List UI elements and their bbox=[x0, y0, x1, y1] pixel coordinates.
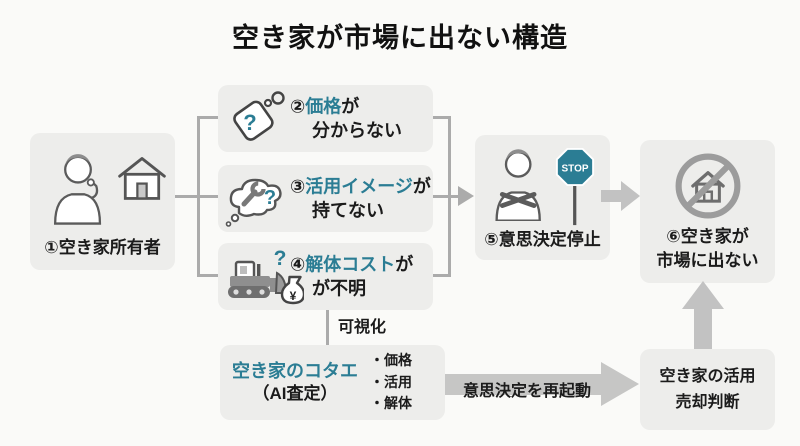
visualization-label: 可視化 bbox=[338, 319, 387, 336]
kotae-bullet-price: ・価格 bbox=[370, 351, 412, 368]
diagram-title: 空き家が市場に出ない構造 bbox=[232, 23, 568, 53]
arrow-restart-shaft bbox=[445, 374, 601, 395]
kotae-subtitle: （AI査定） bbox=[252, 384, 338, 404]
reason-price-text: ②価格が 分からない bbox=[290, 96, 402, 141]
connector-left-bracket bbox=[197, 116, 200, 277]
kotae-title: 空き家のコタエ bbox=[232, 360, 358, 381]
bulldozer-icon: ? ¥ bbox=[228, 247, 304, 305]
house-icon bbox=[118, 157, 166, 200]
moneybag-icon: ¥ bbox=[280, 275, 304, 305]
reason-price-node: ? ②価格が 分からない bbox=[218, 85, 433, 152]
reason-usage-node: ? ③活用イメージが 持てない bbox=[218, 165, 433, 232]
owner-node: ①空き家所有者 bbox=[30, 133, 175, 270]
decision-label: 空き家の活用 売却判断 bbox=[659, 367, 756, 411]
restart-label: 意思決定を再起動 bbox=[462, 383, 591, 400]
arrow-restart-head bbox=[601, 362, 639, 406]
stop-sign-icon: STOP bbox=[555, 147, 595, 226]
arrow-decision-up-head bbox=[682, 281, 724, 309]
connector-right-stub-cost bbox=[433, 274, 451, 277]
kotae-title-block: 空き家のコタエ （AI査定） bbox=[220, 360, 370, 405]
kotae-bullet-demolition: ・解体 bbox=[370, 395, 412, 412]
kotae-bullet-usage: ・活用 bbox=[370, 373, 412, 390]
connector-left-stub-price bbox=[199, 116, 218, 119]
question-mark: ? bbox=[274, 247, 287, 270]
question-mark: ? bbox=[264, 187, 276, 209]
price-tag-question-icon: ? bbox=[233, 91, 285, 141]
thought-bubble-wrench-icon: ? bbox=[225, 178, 282, 227]
reason-usage-text: ③活用イメージが 持てない bbox=[290, 176, 431, 221]
stop-sign-text: STOP bbox=[561, 163, 588, 174]
crossed-arms-person-icon bbox=[495, 149, 541, 221]
connector-owner-to-bracket bbox=[175, 195, 200, 198]
arrow-decision-up-shaft bbox=[694, 308, 712, 349]
no-market-node: ⑥空き家が 市場に出ない bbox=[640, 140, 775, 283]
arrow-to-stop-head bbox=[458, 186, 474, 206]
connector-right-stub-price bbox=[433, 116, 451, 119]
arrow-stop-to-nomarket-shaft bbox=[601, 190, 621, 202]
no-market-label: ⑥空き家が 市場に出ない bbox=[656, 227, 759, 271]
yen-mark: ¥ bbox=[290, 289, 297, 303]
connector-right-stub-usage bbox=[433, 195, 451, 198]
decision-node: 空き家の活用 売却判断 bbox=[640, 349, 775, 430]
connector-left-stub-usage bbox=[199, 195, 218, 198]
reason-cost-node: ? ¥ ④解体コストが が不明 bbox=[218, 243, 433, 310]
question-mark: ? bbox=[243, 110, 256, 135]
decision-stop-node: STOP ⑤意思決定停止 bbox=[475, 135, 610, 260]
connector-left-stub-cost bbox=[199, 274, 218, 277]
kotae-node: 空き家のコタエ （AI査定） ・価格 ・活用 ・解体 bbox=[220, 345, 445, 420]
decision-stop-label: ⑤意思決定停止 bbox=[484, 230, 601, 249]
no-house-icon bbox=[675, 153, 741, 219]
connector-visualization bbox=[326, 310, 329, 346]
arrow-stop-to-nomarket-head bbox=[621, 181, 640, 211]
reason-cost-text: ④解体コストが が不明 bbox=[290, 254, 414, 299]
arrow-to-stop-shaft bbox=[448, 195, 459, 198]
kotae-bullet-list: ・価格 ・活用 ・解体 bbox=[370, 350, 412, 415]
thinking-person-icon bbox=[53, 154, 102, 225]
owner-label: ①空き家所有者 bbox=[44, 238, 161, 257]
